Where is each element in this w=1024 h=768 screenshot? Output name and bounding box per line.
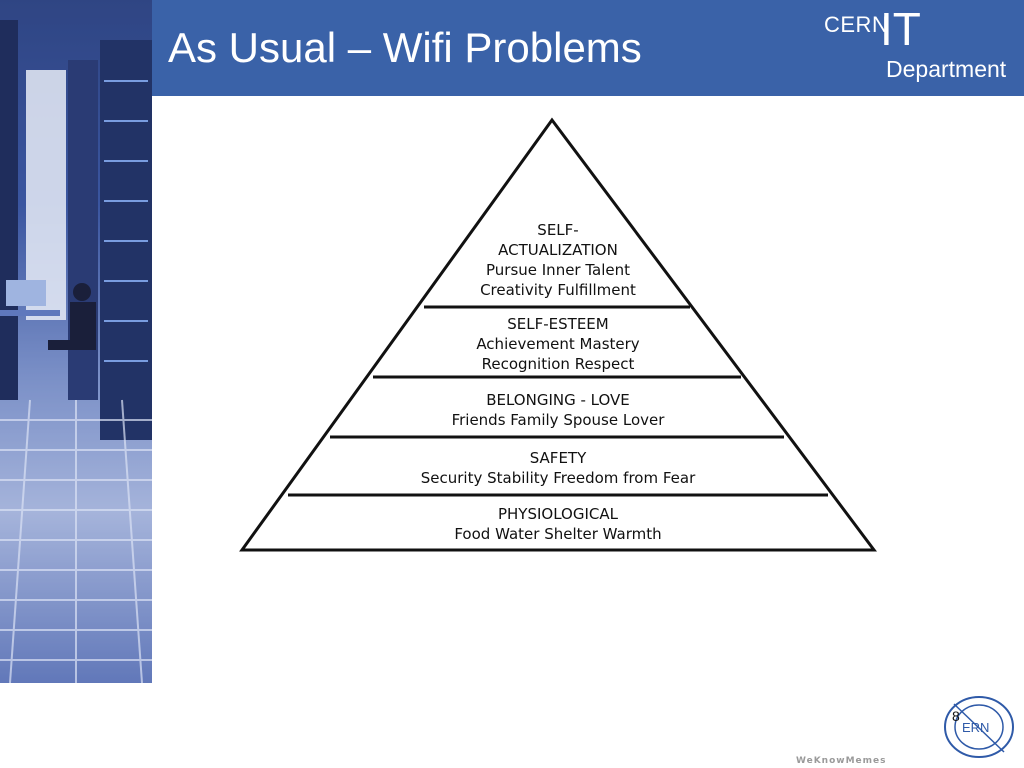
- pyramid-line: SAFETY: [529, 449, 587, 467]
- pyramid-line: Security Stability Freedom from Fear: [420, 469, 696, 487]
- pyramid-line: Pursue Inner Talent: [485, 261, 631, 279]
- maslow-pyramid: SELF- ACTUALIZATION Pursue Inner Talent …: [228, 110, 888, 560]
- page-number: 8: [952, 708, 960, 724]
- cern-emblem-icon: ERN: [944, 696, 1014, 758]
- logo-department-text: Department: [886, 56, 1007, 82]
- cern-it-logo: CERN IT Department: [824, 3, 1024, 88]
- pyramid-shape: [239, 117, 877, 552]
- datacenter-photo: [0, 0, 152, 683]
- logo-cern-text: CERN: [824, 12, 889, 37]
- logo-it-text: IT: [880, 3, 921, 55]
- pyramid-line: Achievement Mastery: [476, 335, 640, 353]
- pyramid-line: Creativity Fulfillment: [480, 281, 636, 299]
- pyramid-level-belonging: BELONGING - LOVE Friends Family Spouse L…: [228, 390, 888, 430]
- slide-header: As Usual – Wifi Problems CERN IT Departm…: [152, 0, 1024, 96]
- slide-title: As Usual – Wifi Problems: [168, 24, 642, 71]
- pyramid-level-self-esteem: SELF-ESTEEM Achievement Mastery Recognit…: [228, 314, 888, 374]
- pyramid-line: Friends Family Spouse Lover: [451, 411, 665, 429]
- watermark: WeKnowMemes: [796, 756, 887, 766]
- emblem-text: ERN: [962, 720, 989, 735]
- pyramid-level-physiological: PHYSIOLOGICAL Food Water Shelter Warmth: [228, 504, 888, 544]
- pyramid-level-self-actualization: SELF- ACTUALIZATION Pursue Inner Talent …: [228, 220, 888, 300]
- pyramid-line: BELONGING - LOVE: [486, 391, 630, 409]
- pyramid-line: PHYSIOLOGICAL: [497, 505, 618, 523]
- pyramid-line: Recognition Respect: [481, 355, 635, 373]
- pyramid-level-safety: SAFETY Security Stability Freedom from F…: [228, 448, 888, 488]
- pyramid-line: ACTUALIZATION: [498, 241, 618, 259]
- pyramid-line: SELF-: [537, 221, 579, 239]
- pyramid-line: SELF-ESTEEM: [507, 315, 609, 333]
- pyramid-line: Food Water Shelter Warmth: [454, 525, 662, 543]
